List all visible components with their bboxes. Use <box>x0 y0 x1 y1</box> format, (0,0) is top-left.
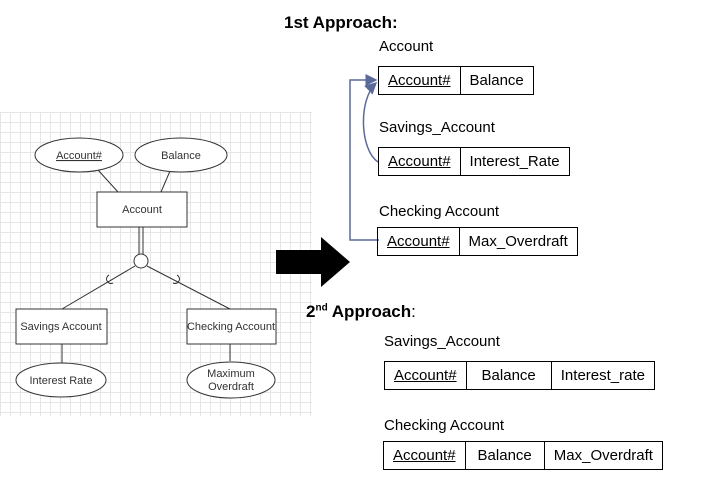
balance-cell: Balance <box>465 361 552 390</box>
approach2-title-number: 2 <box>306 302 316 321</box>
account-num-cell: Account# <box>378 66 461 95</box>
account-entity-label: Account <box>122 204 162 216</box>
approach1-title: 1st Approach: <box>284 13 398 32</box>
approach1-checking-table: Account# Max_Overdraft <box>377 227 578 256</box>
balance-link <box>160 170 171 193</box>
approach2-savings-table: Account# Balance Interest_rate <box>384 361 655 390</box>
approach2-title: 2nd Approach: <box>306 302 416 322</box>
savings-isa-link <box>61 265 136 310</box>
account-num-attr-label: Account# <box>56 150 103 162</box>
savings-fk-arrow <box>362 81 379 163</box>
balance-cell: Balance <box>459 66 534 95</box>
max-overdraft-cell: Max_Overdraft <box>458 227 578 256</box>
max-overdraft-cell: Max_Overdraft <box>543 441 663 470</box>
account-num-cell: Account# <box>378 147 461 176</box>
isa-circle <box>133 253 149 269</box>
approach2-checking-table: Account# Balance Max_Overdraft <box>383 441 663 470</box>
balance-cell: Balance <box>464 441 545 470</box>
account-num-cell: Account# <box>384 361 467 390</box>
approach2-title-colon: : <box>411 302 416 321</box>
approach2-title-text: Approach <box>327 302 412 321</box>
overdraft-attr-label-line1: Maximum <box>207 368 255 380</box>
approach1-account-name: Account <box>379 38 434 55</box>
interest-rate-cell: Interest_Rate <box>459 147 570 176</box>
account-num-cell: Account# <box>377 227 460 256</box>
checking-fk-arrow <box>349 74 379 241</box>
interest-rate-attr-label: Interest Rate <box>30 375 93 387</box>
checking-entity-label: Checking Account <box>187 321 275 333</box>
subset-mark-checking <box>172 274 180 284</box>
overdraft-attr-label-line2: Overdraft <box>208 381 254 393</box>
interest-rate-cell: Interest_rate <box>550 361 655 390</box>
savings-entity <box>15 308 108 345</box>
er-connectors <box>61 169 231 363</box>
checking-isa-link <box>146 265 231 310</box>
fk-arrows <box>349 74 379 241</box>
approach2-checking-name: Checking Account <box>384 417 505 434</box>
transform-arrow-icon <box>276 237 350 287</box>
account-num-link <box>97 169 119 193</box>
er-labels: Account# Balance Account Savings Account… <box>20 150 275 393</box>
account-num-cell: Account# <box>383 441 466 470</box>
approach2-title-suffix: nd <box>315 302 328 314</box>
account-num-attribute <box>34 137 124 173</box>
savings-entity-label: Savings Account <box>20 321 101 333</box>
subset-mark-savings <box>106 274 114 284</box>
account-entity <box>96 191 188 228</box>
approach1-savings-name: Savings_Account <box>379 119 495 136</box>
overdraft-attribute <box>186 361 276 399</box>
er-shapes <box>15 137 277 399</box>
approach1-account-table: Account# Balance <box>378 66 534 95</box>
balance-attribute <box>134 137 228 173</box>
checking-entity <box>186 308 277 345</box>
approach1-checking-name: Checking Account <box>379 203 500 220</box>
approach2-savings-name: Savings_Account <box>384 333 500 350</box>
approach1-savings-table: Account# Interest_Rate <box>378 147 570 176</box>
interest-rate-attribute <box>15 362 107 398</box>
balance-attr-label: Balance <box>161 150 201 162</box>
